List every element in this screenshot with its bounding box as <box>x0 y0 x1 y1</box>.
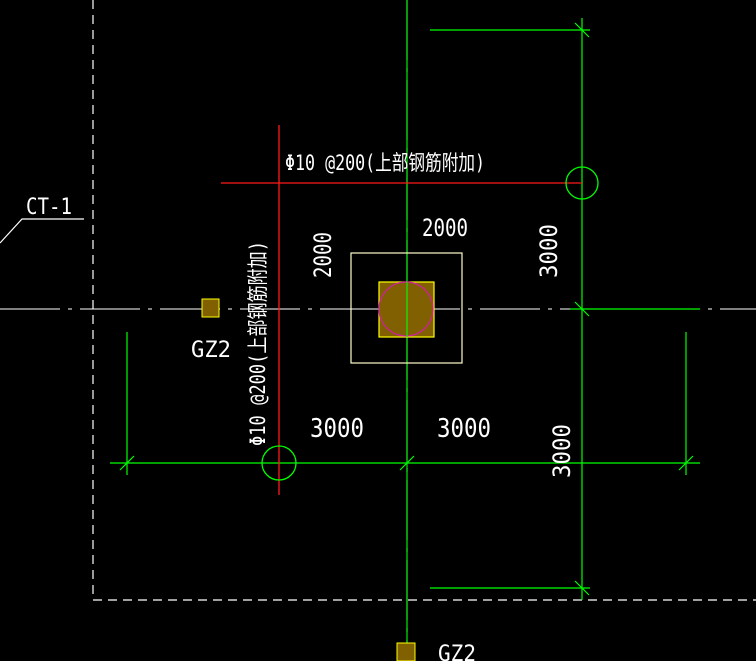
dim-bottom-left: 3000 <box>310 414 364 444</box>
dim-cap-height: 2000 <box>309 232 337 278</box>
rebar-label-vertical: Φ10 @200(上部钢筋附加) <box>246 241 270 446</box>
rebar-label-horizontal: Φ10 @200(上部钢筋附加) <box>285 151 485 175</box>
dim-right-upper: 3000 <box>535 224 563 278</box>
pile-circle <box>378 281 434 337</box>
rebar-marker-circle-right <box>565 166 599 200</box>
rebar-lines <box>221 125 582 495</box>
slab-outline <box>92 0 756 601</box>
rebar-marker-circle-left <box>261 445 297 481</box>
dim-right-lower: 3000 <box>548 424 576 478</box>
gz2-column-left <box>201 298 220 318</box>
gz2-column-bottom <box>396 642 416 661</box>
dim-bottom-right: 3000 <box>437 414 491 444</box>
ct-label-leader <box>0 218 84 244</box>
dimension-bottom <box>110 332 700 475</box>
dim-cap-width: 2000 <box>422 214 468 242</box>
ct-label: CT-1 <box>26 195 72 220</box>
pile-cap-outline <box>350 252 463 364</box>
dimension-right <box>430 18 700 600</box>
gz2-label-left: GZ2 <box>191 338 231 363</box>
gz2-label-bottom: GZ2 <box>438 642 476 661</box>
